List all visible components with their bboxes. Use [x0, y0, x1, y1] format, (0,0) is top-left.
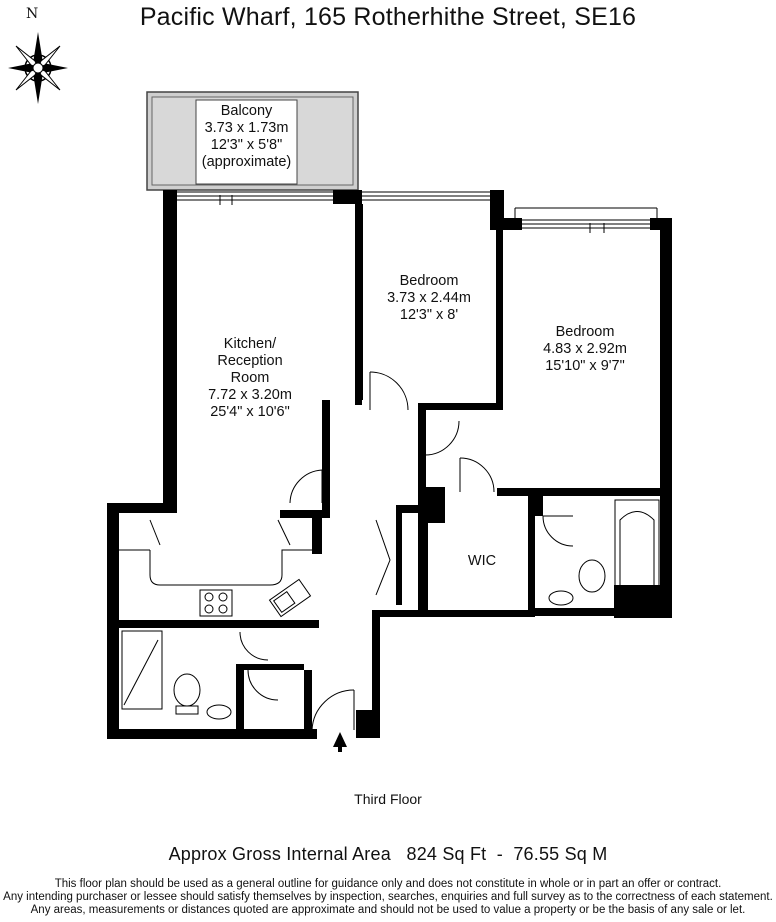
doors: [149, 371, 574, 731]
windows: [177, 191, 658, 233]
walls: [107, 190, 672, 739]
floor-label: Third Floor: [354, 791, 422, 807]
disclaimer: This floor plan should be used as a gene…: [0, 878, 776, 917]
shower-icon: [121, 630, 163, 710]
bedroom2-metric: 4.83 x 2.92m: [543, 341, 627, 357]
toilet-icon-2: [578, 559, 606, 593]
kitchen-name-3: Room: [230, 370, 270, 386]
bathroom-fixtures: [121, 499, 660, 720]
gross-area: Approx Gross Internal Area 824 Sq Ft - 7…: [168, 844, 608, 864]
kitchen-label: Kitchen/ Reception Room 7.72 x 3.20m 25'…: [180, 336, 320, 421]
balcony-area: [146, 91, 359, 191]
balcony-imperial: 12'3" x 5'8": [210, 137, 283, 153]
balcony-metric: 3.73 x 1.73m: [204, 120, 289, 136]
bedroom1-metric: 3.73 x 2.44m: [387, 290, 471, 306]
basin-icon: [206, 704, 232, 720]
hob-icon: [199, 589, 233, 617]
kitchen-units: [119, 549, 312, 618]
basin-icon-2: [548, 590, 574, 606]
kitchen-imperial: 25'4" x 10'6": [210, 404, 290, 420]
disclaimer-line-3: Any areas, measurements or distances quo…: [30, 904, 746, 916]
north-label: N: [26, 6, 39, 22]
disclaimer-line-1: This floor plan should be used as a gene…: [54, 878, 722, 890]
bedroom1-label: Bedroom 3.73 x 2.44m 12'3" x 8': [368, 273, 490, 324]
balcony-name: Balcony: [220, 103, 273, 119]
page-title: Pacific Wharf, 165 Rotherhithe Street, S…: [139, 3, 637, 31]
bedroom2-name: Bedroom: [555, 324, 615, 340]
compass-icon: [8, 32, 68, 104]
wic-name: WIC: [467, 553, 497, 569]
disclaimer-line-2: Any intending purchaser or lessee should…: [3, 891, 773, 903]
bedroom1-name: Bedroom: [399, 273, 459, 289]
bedroom2-label: Bedroom 4.83 x 2.92m 15'10" x 9'7": [520, 324, 650, 375]
bath-icon: [614, 499, 660, 587]
bedroom2-imperial: 15'10" x 9'7": [545, 358, 625, 374]
kitchen-name-2: Reception: [217, 353, 283, 369]
toilet-icon: [173, 673, 201, 707]
kitchen-metric: 7.72 x 3.20m: [208, 387, 292, 403]
balcony-note: (approximate): [201, 154, 292, 170]
entrance-arrow-icon: [333, 732, 347, 752]
wic-label: WIC: [436, 553, 528, 570]
bedroom1-imperial: 12'3" x 8': [399, 307, 459, 323]
balcony-label: Balcony 3.73 x 1.73m 12'3" x 5'8" (appro…: [196, 103, 297, 171]
sink-icon: [268, 578, 312, 618]
kitchen-name-1: Kitchen/: [223, 336, 277, 352]
